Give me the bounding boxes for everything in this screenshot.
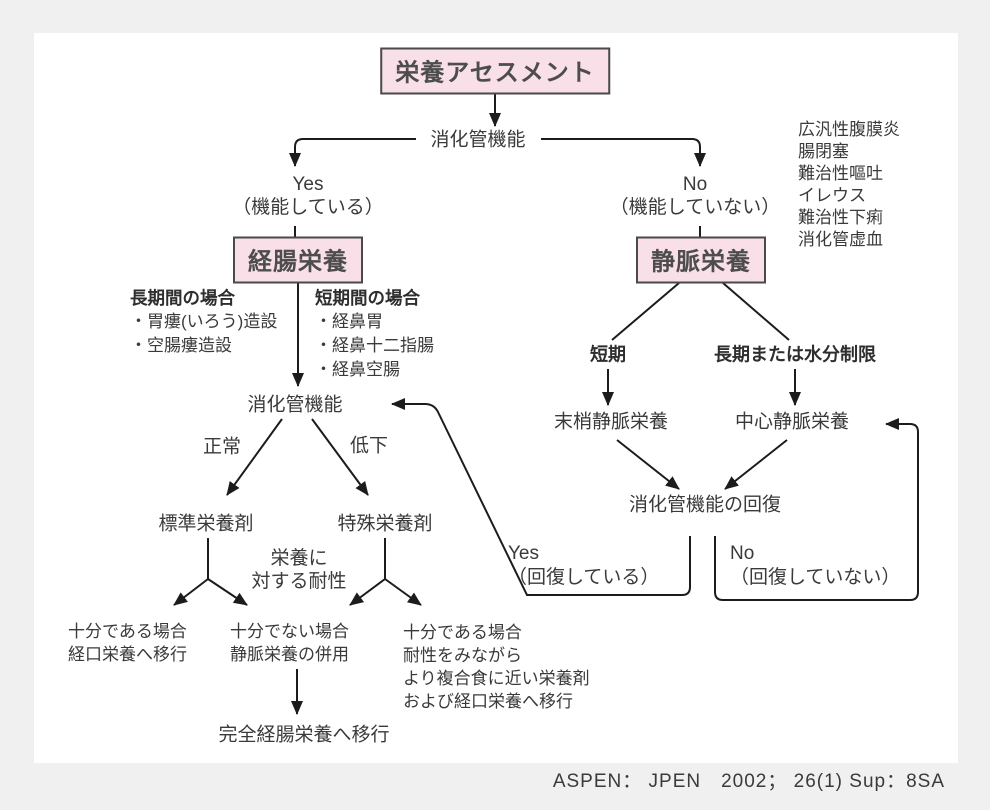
diagram-surface <box>34 33 958 763</box>
line-parenteral-to-long <box>722 282 790 341</box>
arrow-standard-to-insufficient <box>207 578 248 606</box>
tolerance-line1: 栄養に <box>270 548 328 569</box>
gi-function-node-2: 消化管機能 <box>247 394 343 416</box>
decline-label: 低下 <box>349 435 389 457</box>
tolerance-node: 栄養に 対する耐性 <box>251 547 346 593</box>
citation-text: ASPEN： JPEN 2002； 26(1) Sup：8SA <box>552 771 945 792</box>
branch-yes-label: Yes （機能している） <box>232 173 383 219</box>
yes-text: Yes <box>508 543 539 564</box>
contraindication-list: 広汎性腹膜炎 腸閉塞 難治性嘔吐 イレウス 難治性下痢 消化管虚血 <box>798 119 900 251</box>
cause-item: 腸閉塞 <box>798 142 849 161</box>
gi-recovery-node: 消化管機能の回復 <box>628 494 782 516</box>
long-term-item: ・空腸瘻造設 <box>130 336 232 355</box>
yes-subtext: （回復している） <box>508 567 660 588</box>
short-term-item: ・経鼻十二指腸 <box>315 336 434 355</box>
special-formula-node: 特殊栄養剤 <box>337 513 433 535</box>
no-text: No <box>730 543 755 564</box>
yes-text: Yes <box>292 174 324 195</box>
normal-label: 正常 <box>202 436 242 458</box>
full-enteral-node: 完全経腸栄養へ移行 <box>218 724 390 746</box>
feedback-yes-to-gi2 <box>391 398 691 596</box>
outcome-insufficient: 十分でない場合 静脈栄養の併用 <box>230 620 349 666</box>
short-term-title: 短期間の場合 <box>315 288 420 308</box>
arrow-gi2-to-special <box>311 418 369 496</box>
cause-item: 消化管虚血 <box>798 230 883 249</box>
outcome-line: より複合食に近い栄養剤 <box>403 669 590 688</box>
recovery-yes-label: Yes （回復している） <box>508 542 659 590</box>
outcome-special: 十分である場合 耐性をみながら より複合食に近い栄養剤 および経口栄養へ移行 <box>403 621 590 713</box>
short-term-item: ・経鼻空腸 <box>315 360 400 379</box>
long-term-column: 長期間の場合 ・胃瘻(いろう)造設 ・空腸瘻造設 <box>130 286 277 358</box>
cause-item: 難治性下痢 <box>798 208 883 227</box>
cause-item: 難治性嘔吐 <box>798 164 883 183</box>
short-term-item: ・経鼻胃 <box>315 312 383 331</box>
nutrition-assessment-box: 栄養アセスメント <box>380 47 610 95</box>
no-subtext: （回復していない） <box>730 567 901 588</box>
no-text: No <box>682 174 708 195</box>
outcome-line: 静脈栄養の併用 <box>230 645 349 664</box>
cause-item: イレウス <box>798 186 866 205</box>
feedback-no-to-central <box>714 418 919 601</box>
arrow-standard-to-sufficient <box>173 578 209 606</box>
parenteral-nutrition-box: 静脈栄養 <box>636 236 766 284</box>
outcome-line: 十分でない場合 <box>230 622 349 641</box>
outcome-line: 耐性をみながら <box>403 646 522 665</box>
arrow-special-to-special-outcome <box>384 578 422 606</box>
short-period-label: 短期 <box>590 344 626 365</box>
arrow-gi2-to-standard <box>226 418 283 496</box>
standard-formula-node: 標準栄養剤 <box>158 513 254 535</box>
central-pn-node: 中心静脈栄養 <box>734 411 850 433</box>
long-term-title: 長期間の場合 <box>130 288 235 308</box>
enteral-nutrition-box: 経腸栄養 <box>233 236 363 284</box>
arrow-gi-to-no <box>541 138 706 167</box>
recovery-no-label: No （回復していない） <box>730 542 900 590</box>
outcome-line: および経口栄養へ移行 <box>403 692 573 711</box>
cause-item: 広汎性腹膜炎 <box>798 120 900 139</box>
branch-no-label: No （機能していない） <box>610 173 780 219</box>
arrow-special-to-insufficient <box>349 578 386 606</box>
gi-function-top-node: 消化管機能 <box>430 129 526 151</box>
no-subtext: （機能していない） <box>609 197 781 218</box>
outcome-line: 経口栄養へ移行 <box>68 645 187 664</box>
short-term-column: 短期間の場合 ・経鼻胃 ・経鼻十二指腸 ・経鼻空腸 <box>315 286 434 382</box>
line-parenteral-to-short <box>611 282 680 341</box>
arrow-central-to-recovery <box>724 439 788 490</box>
arrow-gi-to-yes <box>289 138 416 167</box>
tolerance-line2: 対する耐性 <box>251 571 347 592</box>
yes-subtext: （機能している） <box>232 197 384 218</box>
outcome-line: 十分である場合 <box>68 622 187 641</box>
outcome-line: 十分である場合 <box>403 623 522 642</box>
long-term-item: ・胃瘻(いろう)造設 <box>130 312 278 331</box>
peripheral-pn-node: 末梢静脈栄養 <box>553 411 669 433</box>
long-period-label: 長期または水分制限 <box>714 344 876 365</box>
arrow-peripheral-to-recovery <box>616 439 680 490</box>
outcome-sufficient: 十分である場合 経口栄養へ移行 <box>68 620 187 666</box>
